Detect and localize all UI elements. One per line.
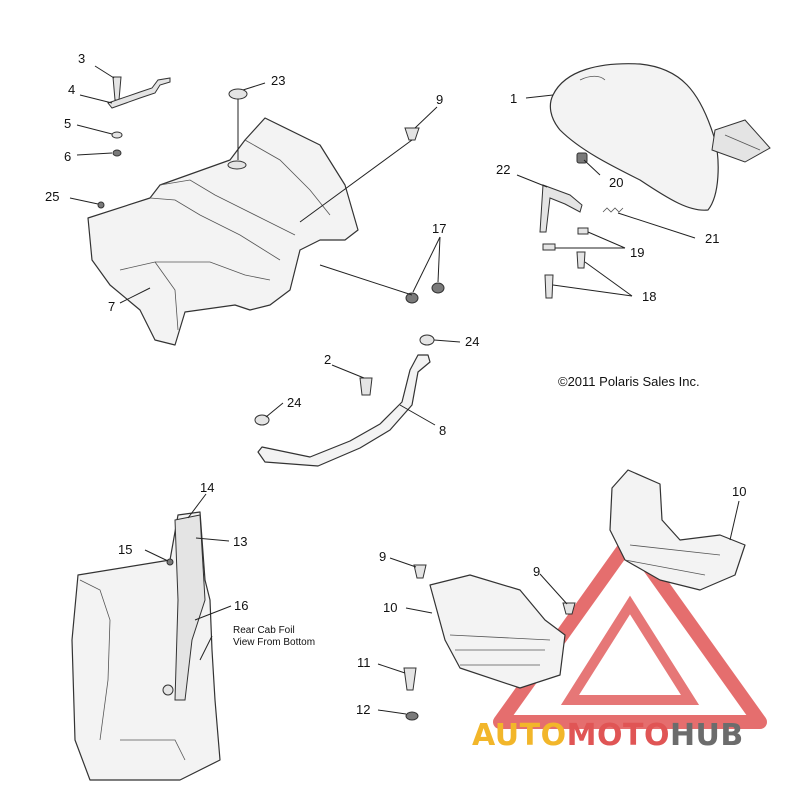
callout-11: 11 [357,655,371,670]
pin-part-18 [544,251,586,299]
callout-1: 1 [510,91,518,106]
fastener-part-9-right [562,602,576,615]
callout-18: 18 [642,289,657,304]
callout-2: 2 [324,352,332,367]
callout-20: 20 [609,175,624,190]
callout-9-top: 9 [436,92,444,107]
nut-part-6 [112,149,122,157]
callout-14: 14 [200,480,215,495]
clip-part-19 [542,227,589,251]
grommet-part-17 [405,282,445,304]
watermark-hub: HUB [669,718,744,753]
callout-10-right: 10 [732,484,747,499]
footwell-part-10-right [609,469,746,591]
callout-19: 19 [630,245,645,260]
cap-part-23 [228,88,248,100]
screw-part-25 [97,201,105,209]
callout-7: 7 [108,299,116,314]
callout-22: 22 [496,162,511,177]
washer-part-5 [111,131,123,139]
callout-15: 15 [118,542,133,557]
note-line-1: Rear Cab Foil [233,625,295,636]
callout-25: 25 [45,189,60,204]
leader-lines [69,65,740,715]
foil-view-note: Rear Cab Foil View From Bottom [233,625,315,649]
seat-latch-part-22 [539,184,583,233]
bolt-part-3 [112,76,122,101]
callout-24-lower: 24 [287,395,302,410]
watermark-logo [493,533,767,729]
rod-part-4 [107,77,171,109]
callout-5: 5 [64,116,72,131]
callout-9-left: 9 [379,549,387,564]
callout-16: 16 [234,598,249,613]
seat-part-1 [549,63,771,211]
callout-8: 8 [439,423,447,438]
callout-9-right: 9 [533,564,541,579]
copyright-notice: ©2011 Polaris Sales Inc. [558,374,700,389]
callout-13: 13 [233,534,248,549]
callout-17: 17 [432,221,447,236]
nut-part-24-lower [254,414,270,426]
watermark-auto: AUTO [472,718,567,753]
fastener-part-9-top [404,127,420,141]
callout-10-left: 10 [383,600,398,615]
watermark-text: AUTOMOTOHUB [472,718,744,753]
callout-12: 12 [356,702,371,717]
callout-4: 4 [68,82,76,97]
callout-23: 23 [271,73,286,88]
brace-part-8 [257,354,431,467]
note-line-2: View From Bottom [233,637,316,648]
bolt-part-2 [359,377,373,396]
nut-part-12 [405,711,419,721]
callout-21: 21 [705,231,720,246]
rear-cab-foil [71,511,221,781]
spring-part-21 [602,207,624,213]
bolt-part-11 [403,667,417,691]
rear-fender-part-7 [87,117,359,346]
footwell-part-10-left [429,574,566,689]
callout-3: 3 [78,51,86,66]
callout-6: 6 [64,149,72,164]
watermark-moto: MOTO [566,718,670,753]
nut-part-24-upper [419,334,435,346]
fastener-part-9-left [413,564,427,579]
callout-24-upper: 24 [465,334,480,349]
